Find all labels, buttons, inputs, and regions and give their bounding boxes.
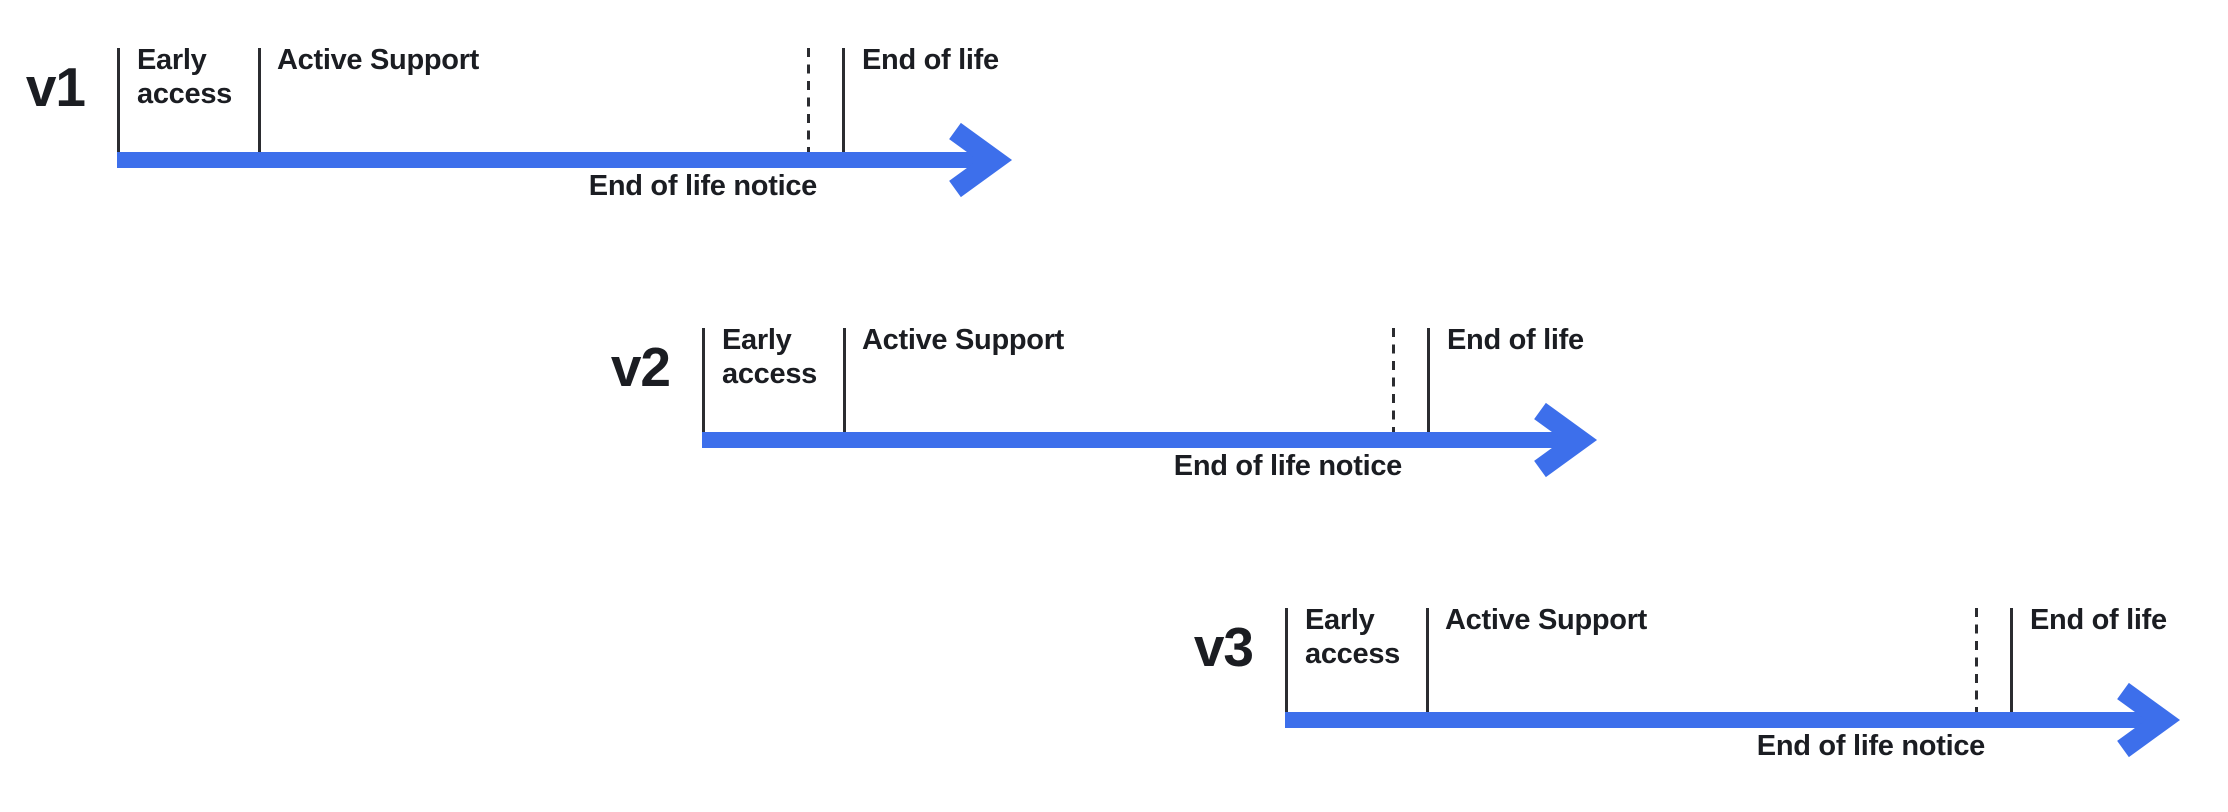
timeline-v3: v3 Early access Active Support End of li…: [1194, 604, 2228, 812]
end-of-life-tick: [842, 48, 845, 152]
timeline-v2: v2 Early access Active Support End of li…: [611, 324, 1652, 543]
timeline-bar: [702, 432, 1567, 448]
early-access-label: Early access: [722, 324, 817, 390]
end-of-life-label: End of life: [2030, 604, 2167, 636]
end-of-life-notice-dashed-tick: [1975, 608, 1978, 712]
version-label: v3: [1193, 616, 1254, 678]
active-support-label: Active Support: [1445, 604, 1648, 636]
active-support-label: Active Support: [862, 324, 1065, 356]
end-of-life-notice-dashed-tick: [807, 48, 810, 152]
early-access-start-tick: [1285, 608, 1288, 712]
end-of-life-notice-label: End of life notice: [1756, 730, 1986, 762]
end-of-life-tick: [2010, 608, 2013, 712]
early-access-label: Early access: [1305, 604, 1400, 670]
arrow-head-icon: [1534, 402, 1598, 478]
arrow-head-icon: [2117, 682, 2181, 758]
arrow-head-icon: [949, 122, 1013, 198]
active-support-label: Active Support: [277, 44, 480, 76]
version-label: v1: [25, 56, 86, 118]
end-of-life-tick: [1427, 328, 1430, 432]
end-of-life-notice-dashed-tick: [1392, 328, 1395, 432]
timeline-v1: v1 Early access Active Support End of li…: [26, 44, 1067, 263]
end-of-life-label: End of life: [862, 44, 999, 76]
end-of-life-notice-label: End of life notice: [588, 170, 818, 202]
active-support-start-tick: [843, 328, 846, 432]
end-of-life-notice-label: End of life notice: [1173, 450, 1403, 482]
timeline-bar: [1285, 712, 2150, 728]
active-support-start-tick: [258, 48, 261, 152]
end-of-life-label: End of life: [1447, 324, 1584, 356]
early-access-start-tick: [117, 48, 120, 152]
timeline-bar: [117, 152, 982, 168]
version-label: v2: [610, 336, 671, 398]
early-access-start-tick: [702, 328, 705, 432]
early-access-label: Early access: [137, 44, 232, 110]
active-support-start-tick: [1426, 608, 1429, 712]
